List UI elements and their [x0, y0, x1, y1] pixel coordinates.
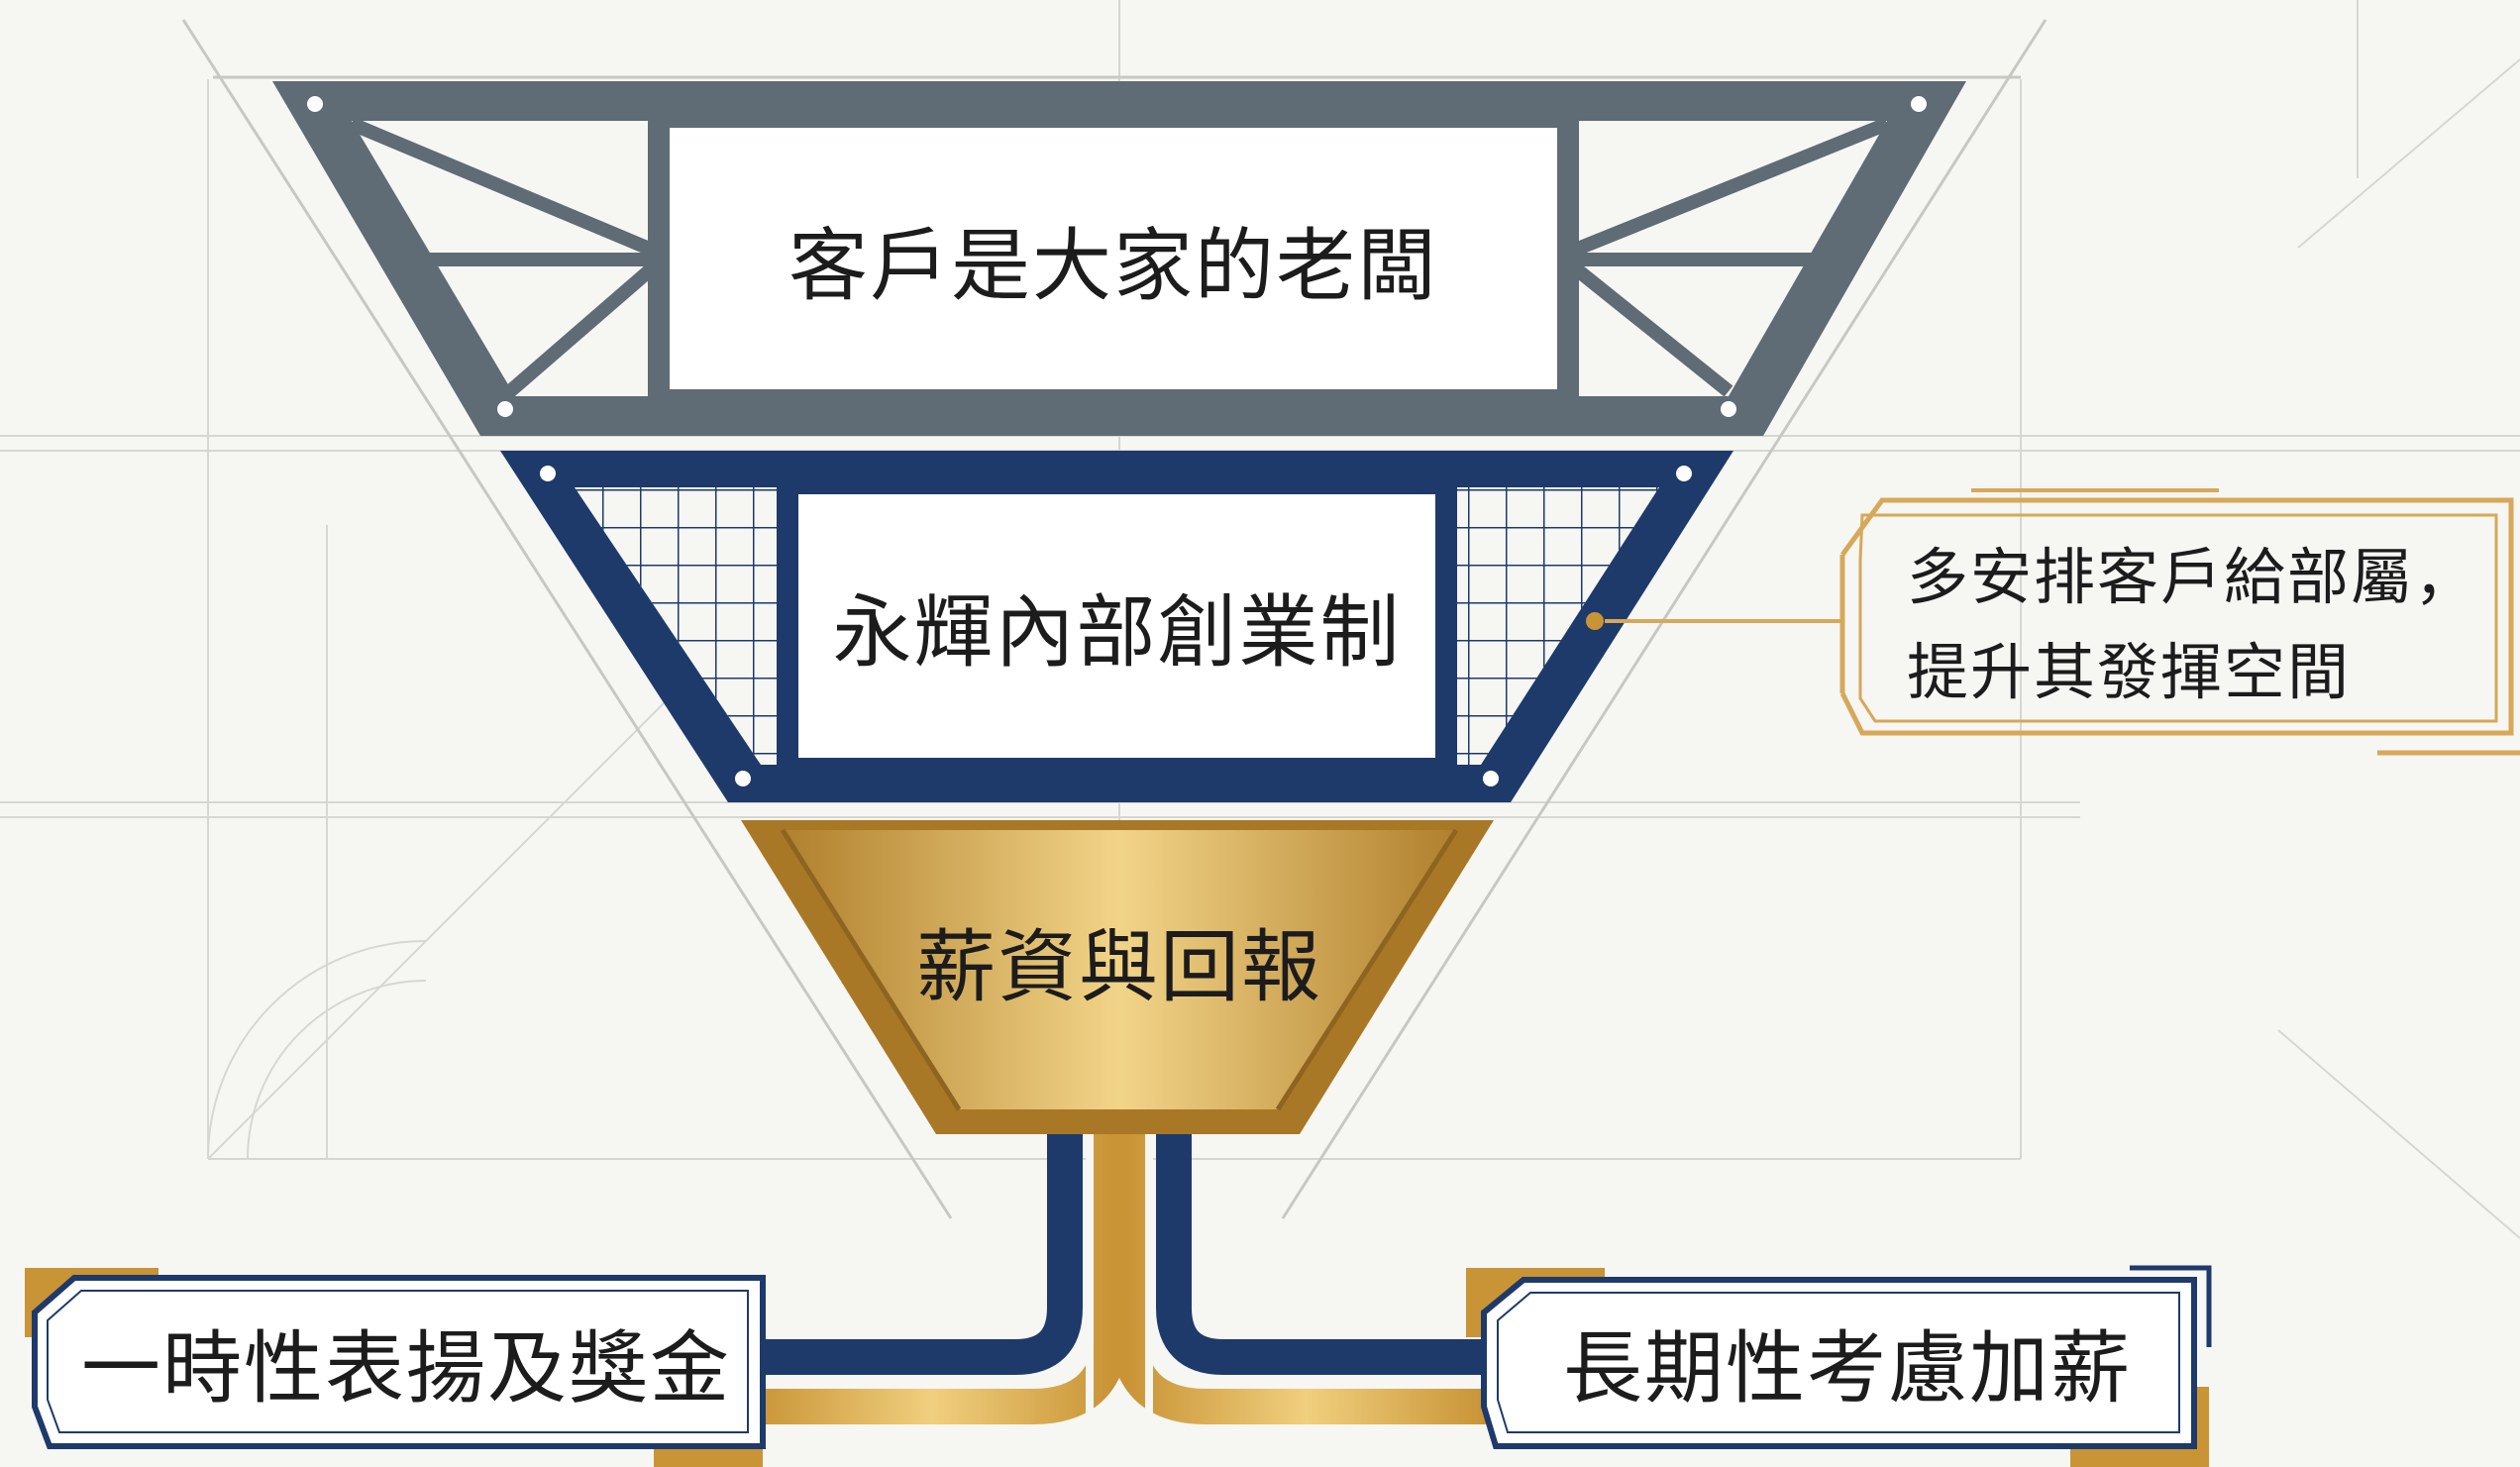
left-outcome-frame [25, 1268, 766, 1467]
callout-text: 多安排客戶給部屬， 提升其發揮空間 [1907, 530, 2477, 720]
bottom-tier-funnel [741, 820, 1494, 1134]
top-tier-frame [272, 81, 1966, 436]
blueprint-background [0, 0, 2520, 1239]
right-outcome-frame [1466, 1265, 2212, 1467]
bottom-tier-label: 薪資與回報 [916, 921, 1322, 1013]
left-outcome-label: 一時性表揚及獎金 [81, 1322, 731, 1415]
callout-frame [1605, 488, 2520, 756]
middle-tier-label: 永輝內部創業制 [832, 586, 1402, 679]
connector-pipes [753, 1134, 1486, 1466]
top-tier-label: 客戶是大家的老闆 [788, 220, 1438, 312]
right-outcome-label: 長期性考慮加薪 [1563, 1322, 2132, 1415]
callout-line-1: 多安排客戶給部屬， [1907, 541, 2478, 613]
middle-tier-frame [500, 451, 1733, 802]
callout-line-2: 提升其發揮空間 [1907, 636, 2352, 708]
